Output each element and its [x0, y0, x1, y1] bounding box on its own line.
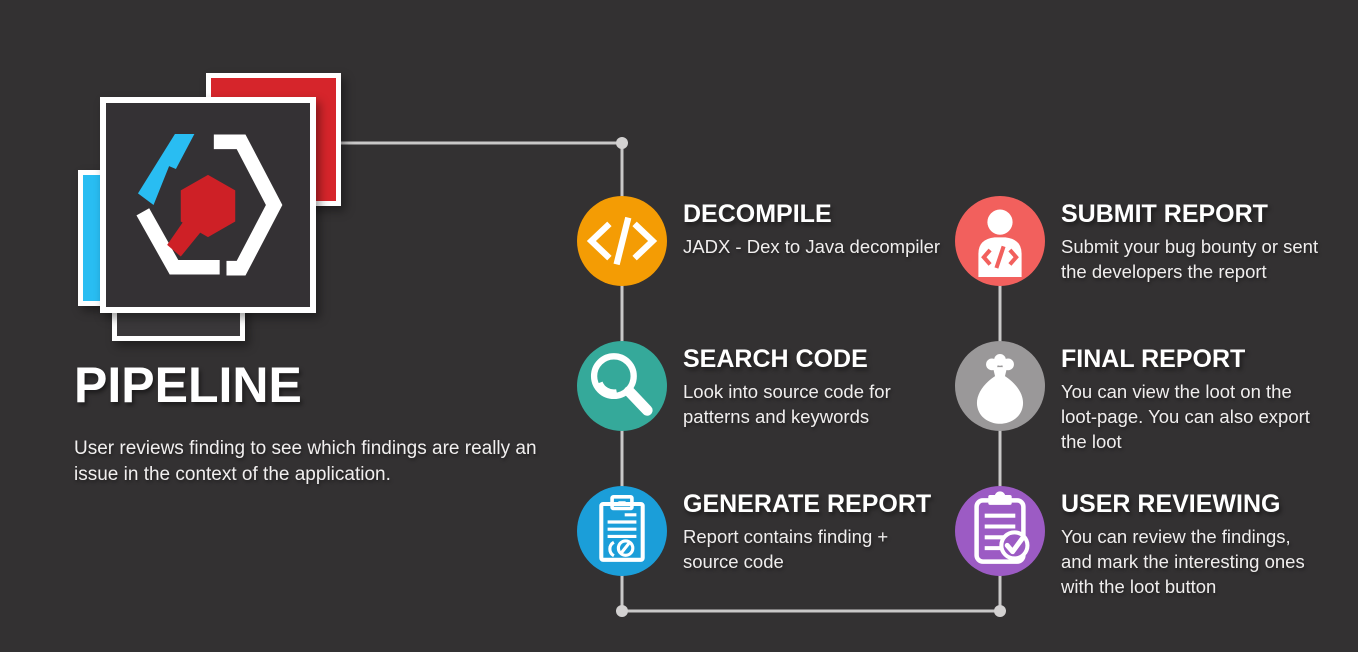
connector-dot	[616, 137, 628, 149]
step-desc-line: the loot	[1061, 431, 1122, 452]
step-search-code: SEARCH CODE Look into source code for pa…	[683, 344, 891, 429]
step-final-report: FINAL REPORT You can view the loot on th…	[1061, 344, 1310, 454]
step-desc-line: JADX - Dex to Java decompiler	[683, 236, 941, 257]
code-icon	[586, 216, 658, 266]
page-description-line: User reviews finding to see which findin…	[74, 438, 537, 459]
connector-dot	[616, 605, 628, 617]
step-user-reviewing: USER REVIEWING You can review the findin…	[1061, 489, 1305, 599]
page-description: User reviews finding to see which findin…	[74, 436, 537, 488]
step-generate-report: GENERATE REPORT Report contains finding …	[683, 489, 931, 574]
person-icon	[978, 209, 1022, 277]
step-circle-submit-report	[955, 196, 1045, 286]
step-desc-line: patterns and keywords	[683, 406, 870, 427]
step-desc-line: Report contains finding +	[683, 526, 889, 547]
step-decompile: DECOMPILE JADX - Dex to Java decompiler	[683, 199, 940, 259]
step-title: FINAL REPORT	[1061, 345, 1246, 373]
step-desc-line: and mark the interesting ones	[1061, 551, 1305, 572]
step-desc-line: loot-page. You can also export	[1061, 406, 1310, 427]
step-desc-line: You can review the findings,	[1061, 526, 1291, 547]
step-desc-line: the developers the report	[1061, 261, 1267, 282]
step-circle-user-reviewing	[955, 486, 1045, 576]
logo-main-square	[100, 97, 316, 313]
step-desc-line: Submit your bug bounty or sent	[1061, 236, 1319, 257]
clipboard-check-icon	[974, 491, 1030, 564]
search-icon	[590, 353, 653, 416]
step-title: SUBMIT REPORT	[1061, 200, 1268, 228]
step-title: SEARCH CODE	[683, 345, 868, 373]
step-desc-line: source code	[683, 551, 784, 572]
page-title: PIPELINE	[74, 357, 302, 413]
heading-block: PIPELINE User reviews finding to see whi…	[74, 356, 537, 488]
step-circle-search-code	[577, 341, 667, 431]
step-desc-line: Look into source code for	[683, 381, 891, 402]
step-circle-generate-report	[577, 486, 667, 576]
step-title: GENERATE REPORT	[683, 490, 932, 518]
step-circle-final-report	[955, 341, 1045, 431]
step-desc-line: You can view the loot on the	[1061, 381, 1292, 402]
step-circle-decompile	[577, 196, 667, 286]
page-description-line: issue in the context of the application.	[74, 464, 391, 485]
report-icon	[599, 495, 645, 562]
moneybag-icon	[976, 354, 1024, 424]
step-submit-report: SUBMIT REPORT Submit your bug bounty or …	[1061, 199, 1318, 284]
step-title: USER REVIEWING	[1061, 490, 1281, 518]
hexagon-code-logo-icon	[136, 134, 283, 276]
step-title: DECOMPILE	[683, 200, 832, 228]
connector-dot	[994, 605, 1006, 617]
step-desc-line: with the loot button	[1061, 576, 1217, 597]
